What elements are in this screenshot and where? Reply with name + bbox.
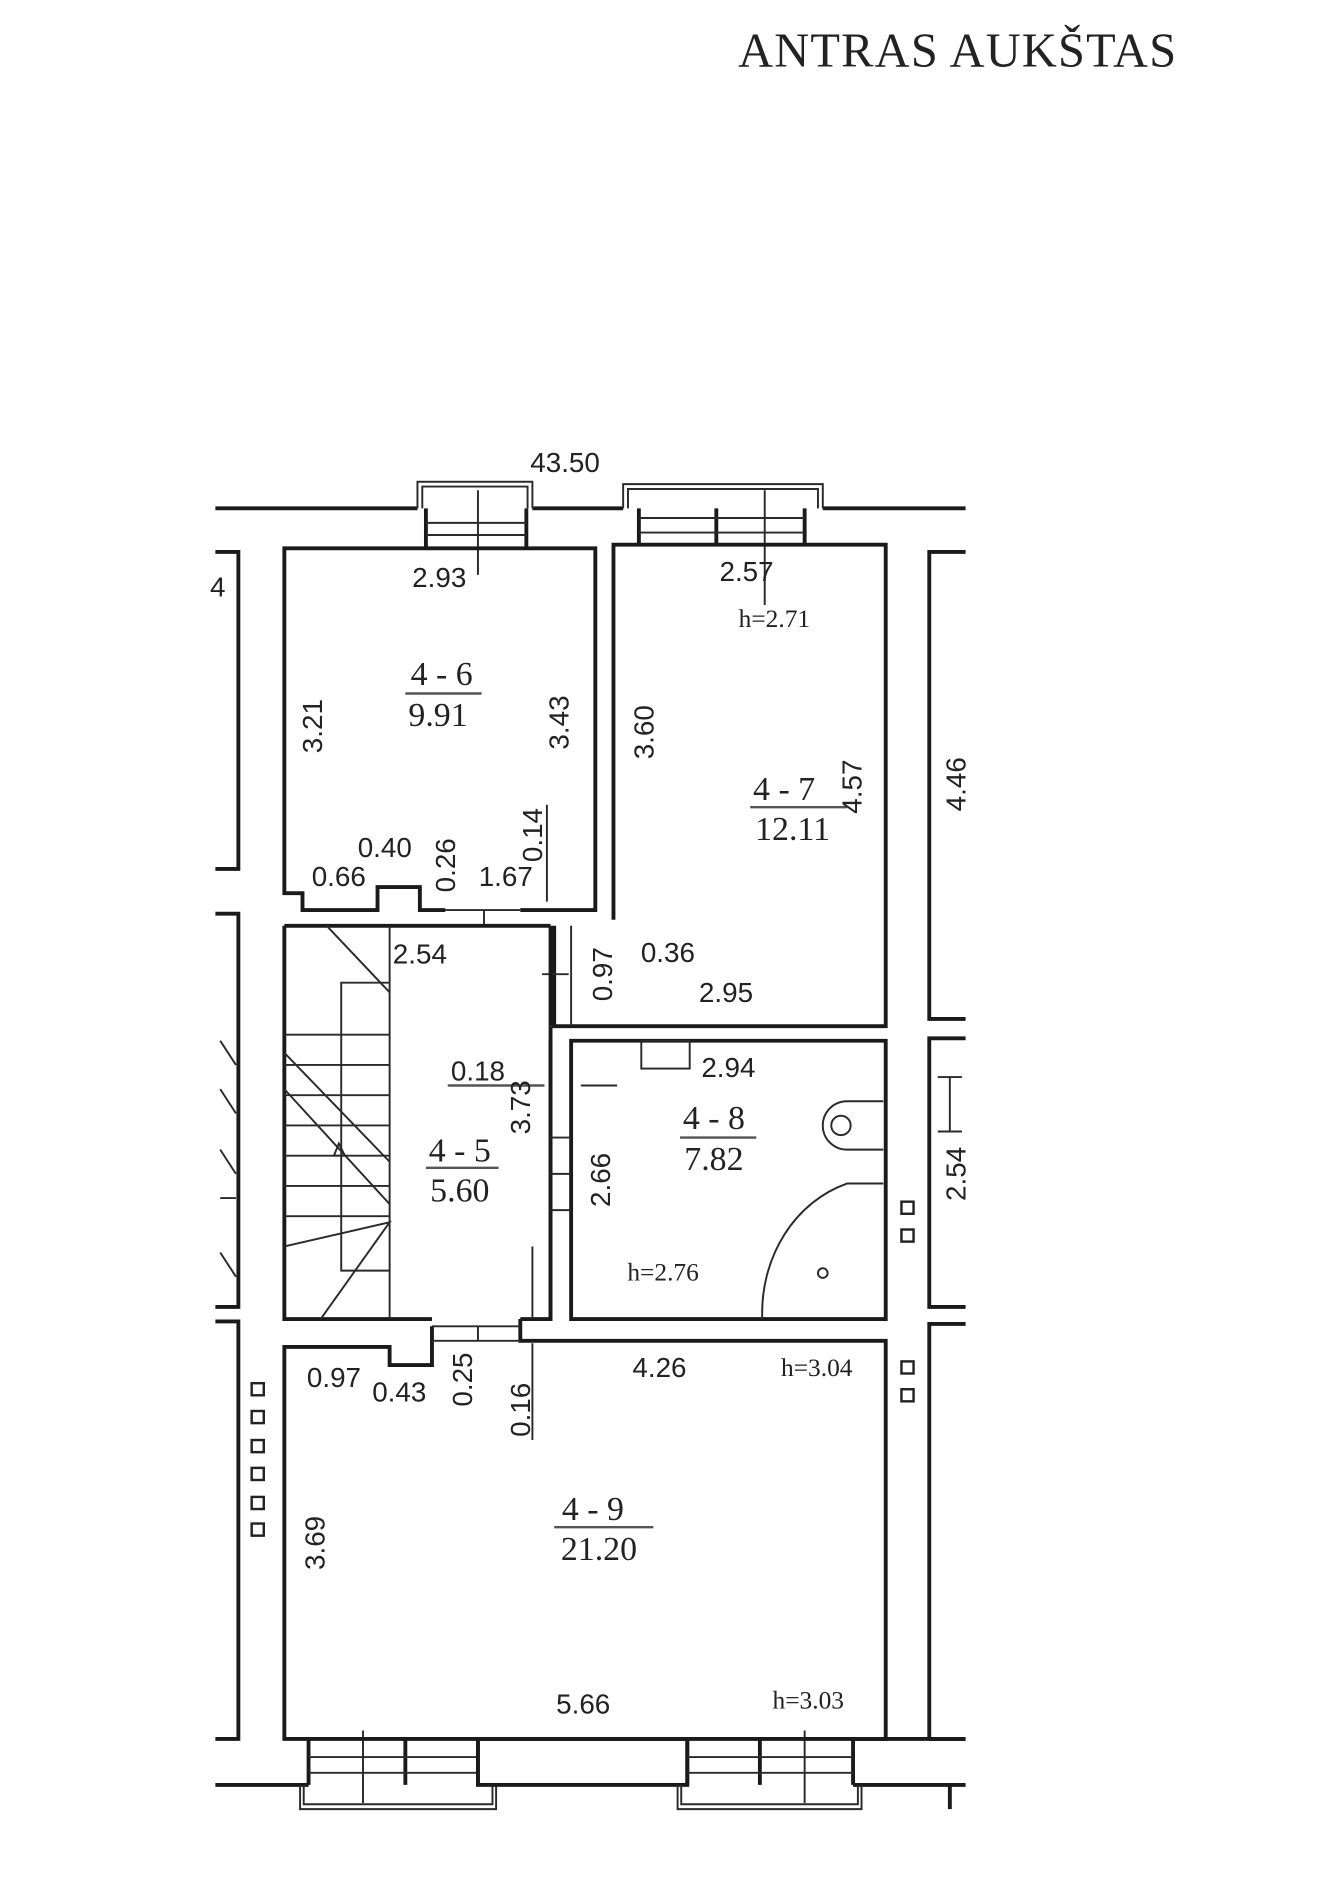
dimension-label: 1.67 [479, 861, 533, 892]
room-id: 4 - 5 [429, 1133, 491, 1170]
room-height: h=3.03 [773, 1687, 845, 1715]
dimension-label: 0.36 [641, 937, 695, 968]
dimension-label: 0.97 [587, 947, 618, 1001]
dimension-label: 5.66 [556, 1689, 610, 1720]
room-area: 12.11 [755, 811, 830, 848]
dimension-label: 2.94 [701, 1052, 755, 1083]
wall-pier [476, 1736, 690, 1787]
room-height: h=3.04 [781, 1354, 853, 1382]
dimension-label: 2.57 [719, 556, 773, 587]
room-area: 9.91 [408, 697, 467, 734]
dimension-label: 0.26 [430, 838, 461, 892]
plan-title: ANTRAS AUKŠTAS [738, 24, 1177, 78]
room-height: h=2.71 [739, 605, 811, 633]
room-area: 21.20 [561, 1531, 637, 1568]
room-4-7-walls [552, 542, 888, 1029]
dimension-label: 3.73 [505, 1080, 536, 1134]
door-4-7 [542, 804, 573, 1027]
room-id: 4 - 6 [411, 656, 473, 693]
room-height: h=2.76 [627, 1258, 699, 1286]
dimension-label: 4 [210, 572, 225, 603]
dimension-label: 2.54 [941, 1147, 972, 1201]
dimension-label: 3.60 [628, 705, 659, 759]
dimension-label: 2.95 [699, 977, 753, 1008]
sink-icon [640, 1039, 691, 1070]
door-4-6 [445, 909, 521, 927]
dimension-label: 0.97 [307, 1362, 361, 1393]
dimension-label: 2.54 [393, 938, 447, 969]
dimension-label: 0.40 [358, 832, 412, 863]
dimension-label: 4.46 [941, 757, 972, 811]
staircase [283, 925, 392, 1320]
window-bottom-right [676, 1730, 966, 1811]
room-4-5-walls [282, 923, 553, 1321]
room-id: 4 - 9 [562, 1491, 624, 1528]
overall-dimension: 43.50 [530, 447, 600, 478]
dimension-label: 3.21 [297, 699, 328, 753]
dimension-label: 3.69 [299, 1516, 330, 1570]
room-4-9-walls [282, 1319, 888, 1741]
dimension-label: 4.57 [837, 760, 868, 814]
window-top-left [416, 480, 534, 575]
neighbor-walls [215, 549, 966, 1741]
dimension-label: 2.66 [585, 1153, 616, 1207]
dimension-label: 4.26 [632, 1352, 686, 1383]
dimension-label: 0.25 [447, 1352, 478, 1406]
dimension-label: 0.14 [517, 808, 548, 862]
dimension-label: 0.66 [312, 861, 366, 892]
dimension-label: 3.43 [544, 695, 575, 749]
dimension-label: 0.16 [505, 1383, 536, 1437]
drain-icon [816, 1267, 829, 1279]
window-bottom-left [299, 1730, 498, 1811]
toilet-icon [821, 1100, 884, 1151]
door-4-9 [431, 1325, 534, 1441]
room-4-8-walls [548, 1026, 888, 1321]
room-area: 5.60 [430, 1173, 489, 1210]
shower-door-arc [761, 1182, 884, 1320]
window-top-right [622, 483, 824, 606]
dimension-label: 0.18 [451, 1056, 505, 1087]
room-id: 4 - 8 [683, 1100, 745, 1137]
radiators [250, 1200, 915, 1537]
room-id: 4 - 7 [753, 771, 815, 808]
exterior-walls [215, 506, 966, 1787]
label-underlines [405, 692, 847, 1529]
dimension-label: 0.43 [372, 1376, 426, 1407]
dimension-label: 2.93 [412, 562, 466, 593]
door-4-8 [531, 1084, 618, 1320]
room-4-6-walls [282, 546, 598, 913]
room-area: 7.82 [684, 1141, 743, 1178]
